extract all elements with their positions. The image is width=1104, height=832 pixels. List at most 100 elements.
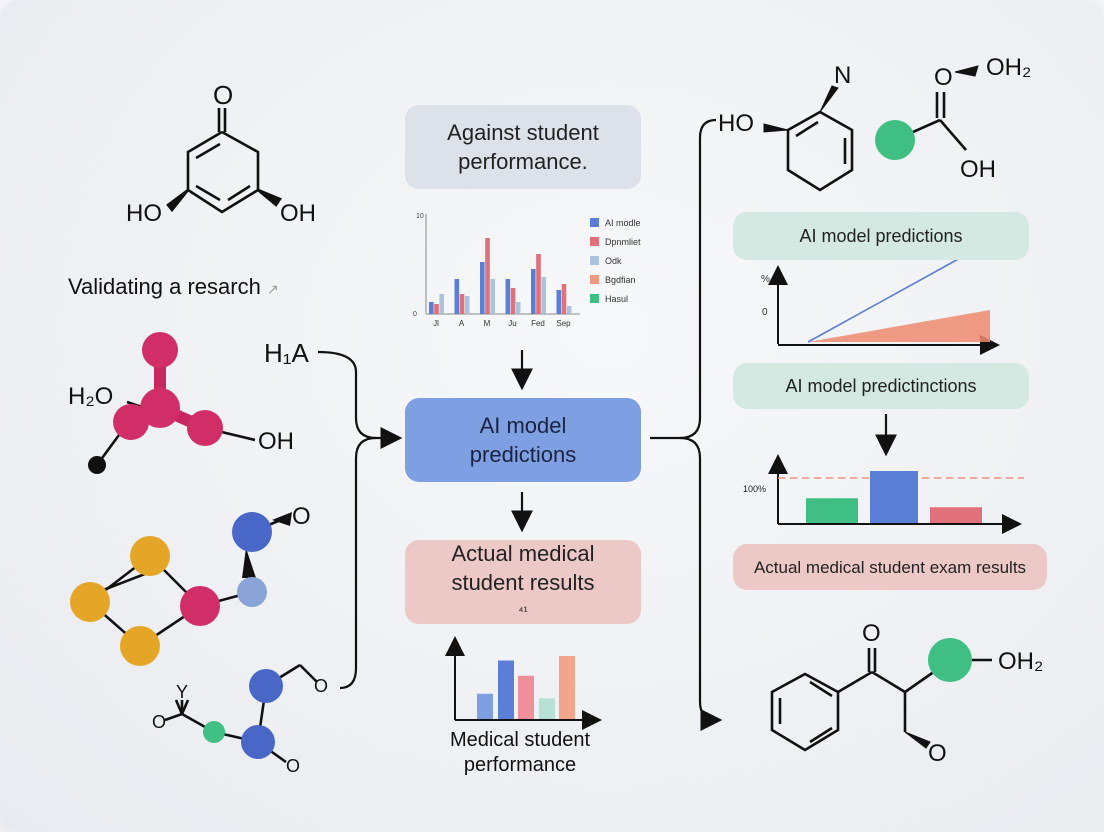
x-tick-label: Ju [508,319,516,328]
legend-swatch [590,218,599,227]
bar-3 [539,698,555,719]
molecule-right-bottom [770,638,992,752]
box-actual-exam-results-right: Actual medical student exam results [733,544,1047,590]
bar-dpnmliet-5 [561,284,567,314]
r3-o2-label: O [928,740,947,767]
caption-line1: Medical student [449,729,591,751]
m4-o1-label: O [152,712,167,732]
diagram-title-mark: ↗ [266,281,279,297]
box-against-line2: performance. [458,149,588,174]
legend-swatch [590,294,599,303]
bar-ai-modle-3 [505,279,511,314]
box-ai-line1: AI model [479,413,567,438]
r3-o1-label: O [862,620,881,647]
bar-ai-modle-5 [556,290,562,314]
chart-bottom-bars [445,636,602,730]
box-actual-medical-student-results: Actual medical student results ⁴¹ [405,540,641,624]
chart-bars-reference: 100% [743,454,1024,534]
box-ai-model-predictions-center: AI model predictions [405,398,641,482]
m3-o-label: O [292,503,311,530]
bar-1 [870,471,918,523]
legend-swatch [590,256,599,265]
bar-odk-2 [490,279,495,314]
bar-4 [559,656,575,719]
x-tick-label: M [484,319,491,328]
legend-label: Hasul [605,294,628,304]
molecule-phloroglucinol-ring [166,108,282,214]
x-tick-label: A [459,319,465,328]
r1-ho-label: HO [718,110,754,137]
box-ai-line2: predictions [469,442,577,467]
m2-oh-label: OH [258,428,294,455]
bar-dpnmliet-0 [434,304,439,314]
bar-dpnmliet-1 [459,294,465,314]
box-actual-line1: Actual medical [451,540,595,566]
legend-label: Odk [605,256,622,266]
y-tick-label: 100% [743,484,766,494]
bar-ai-modle-2 [480,262,485,314]
bar-dpnmliet-2 [485,238,490,314]
m4-o3-label: O [286,756,301,776]
x-tick-label: Jl [433,319,439,328]
m1-ho-label: HO [126,200,162,227]
legend-label: Bgdfian [605,275,636,285]
m2-h2o-label: H₂O [68,383,114,410]
molecule-yellow-blue-model [70,512,292,666]
diagram-title-text: Validating a resarch [68,274,261,299]
legend-swatch [590,275,599,284]
bar-ai-modle-1 [454,279,460,314]
legend-swatch [590,237,599,246]
y-tick-label: 0 [762,307,768,318]
box-actual-line2-text: student results [451,569,595,595]
bar-dpnmliet-3 [510,288,516,314]
y-tick-label: 10 [416,213,424,220]
y-tick-label: 0 [413,311,417,318]
bar-2 [930,507,982,523]
bar-odk-5 [566,306,572,314]
area-series [808,310,990,342]
bar-1 [498,660,514,719]
caption-line2: performance [463,754,577,776]
chart-grouped-bars: Jl A M Ju Fed Sep 10 0 AI modleDpnmlietOdkBgdfia… [413,213,641,328]
bar-0 [806,498,858,523]
box-actual-line2: student results ⁴¹ [451,568,594,626]
m1-o-label: O [213,80,234,110]
legend-label: Dpnmliet [605,237,641,247]
molecule-blue-green-model [164,663,318,764]
r2-o-label: O [934,64,953,91]
diagram-title-left: Validating a resarch ↗ [68,274,279,300]
m1-oh-label: OH [280,200,316,227]
bar-dpnmliet-4 [536,254,541,314]
caption-medical-student-performance: Medical student performance [420,728,620,778]
box-ai-model-predictions-right-top: AI model predictions [733,212,1029,260]
left-connector [317,350,403,690]
m4-o2-label: O [314,676,329,696]
x-tick-label: Sep [556,319,571,328]
right-connector [650,118,723,731]
r1-n-label: N [834,62,852,89]
box-against-line1: Against student [447,120,599,145]
bar-odk-4 [541,277,546,314]
chart-line: %0 [761,256,1000,355]
bar-2 [518,675,534,719]
line-series [807,256,963,343]
r3-oh2-label: OH₂ [998,648,1044,675]
bar-odk-0 [439,294,444,314]
r2-oh-label: OH [960,156,996,183]
r2-oh2-label: OH₂ [986,54,1032,81]
bar-ai-modle-4 [531,269,536,314]
molecule-right-ring [763,85,854,192]
molecule-pink-ball-model [88,332,256,474]
legend-label: AI modle [605,218,641,228]
molecule-right-acid [875,65,979,160]
bar-0 [477,693,493,719]
bar-odk-1 [464,296,470,314]
y-tick-label: % [761,274,770,285]
bar-ai-modle-0 [429,302,434,314]
box-actual-mark: ⁴¹ [518,603,528,618]
x-tick-label: Fed [531,319,545,328]
box-against-student-performance: Against student performance. [405,105,641,189]
formula-h1a: H₁A [264,338,309,368]
